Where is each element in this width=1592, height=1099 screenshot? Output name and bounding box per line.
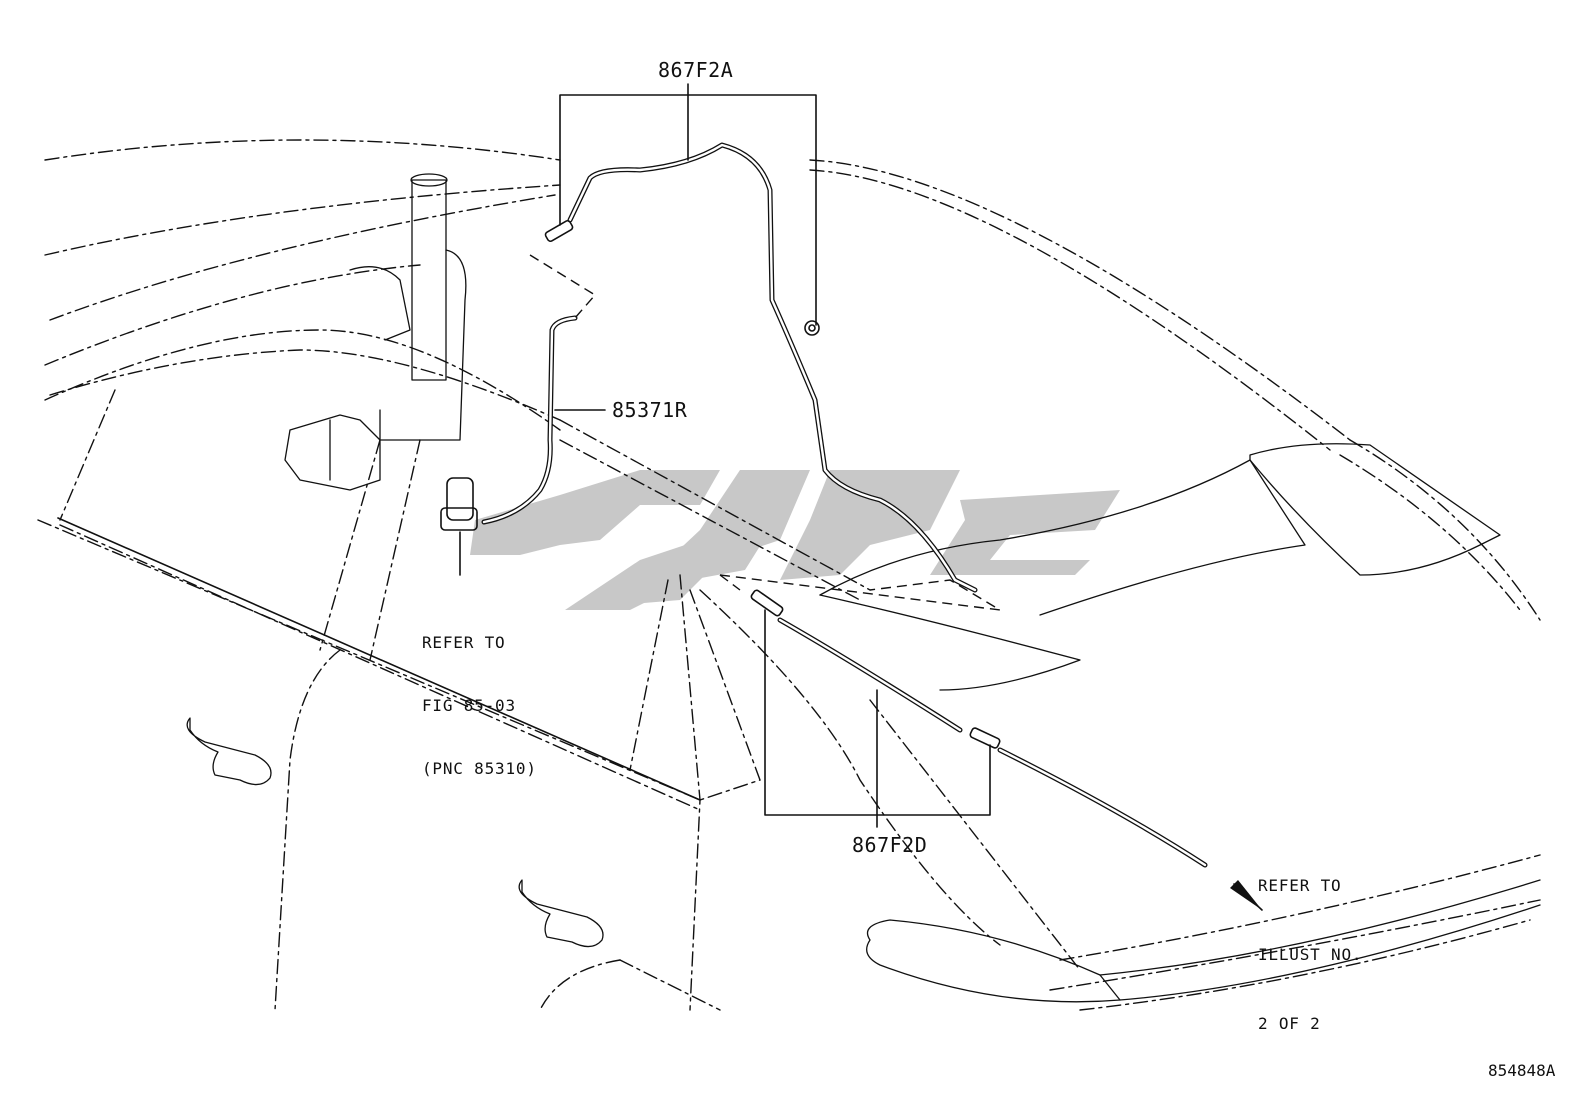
- washer-tank: [284, 173, 467, 491]
- washer-pump: [440, 477, 478, 576]
- vehicle-body-outline: [37, 139, 1541, 1011]
- illust-ref-line-3: 2 OF 2: [1258, 1014, 1321, 1033]
- pump-ref-line-2: FIG 85-03: [422, 696, 516, 715]
- door-handles: [186, 717, 604, 948]
- figure-id: 854848A: [1488, 1061, 1556, 1080]
- hose-joints: [544, 219, 1001, 749]
- illust-ref-line-1: REFER TO: [1258, 876, 1342, 895]
- pump-reference-note: REFER TO FIG 85-03 (PNC 85310): [422, 590, 537, 800]
- washer-hoses: [481, 142, 1208, 868]
- part-number-85371r: 85371R: [612, 398, 688, 422]
- detail-dashes: [529, 254, 1001, 611]
- pump-ref-line-1: REFER TO: [422, 633, 506, 652]
- pump-ref-line-3: (PNC 85310): [422, 759, 537, 778]
- illust-ref-line-2: ILLUST NO.: [1258, 945, 1363, 964]
- part-number-867f2d: 867F2D: [852, 833, 928, 857]
- callout-brackets: [554, 83, 991, 828]
- part-number-867f2a: 867F2A: [658, 58, 734, 82]
- illust-reference-note: REFER TO ILLUST NO. 2 OF 2: [1258, 828, 1362, 1058]
- reference-arrow: [1230, 880, 1263, 911]
- watermark-logo: [470, 470, 1120, 610]
